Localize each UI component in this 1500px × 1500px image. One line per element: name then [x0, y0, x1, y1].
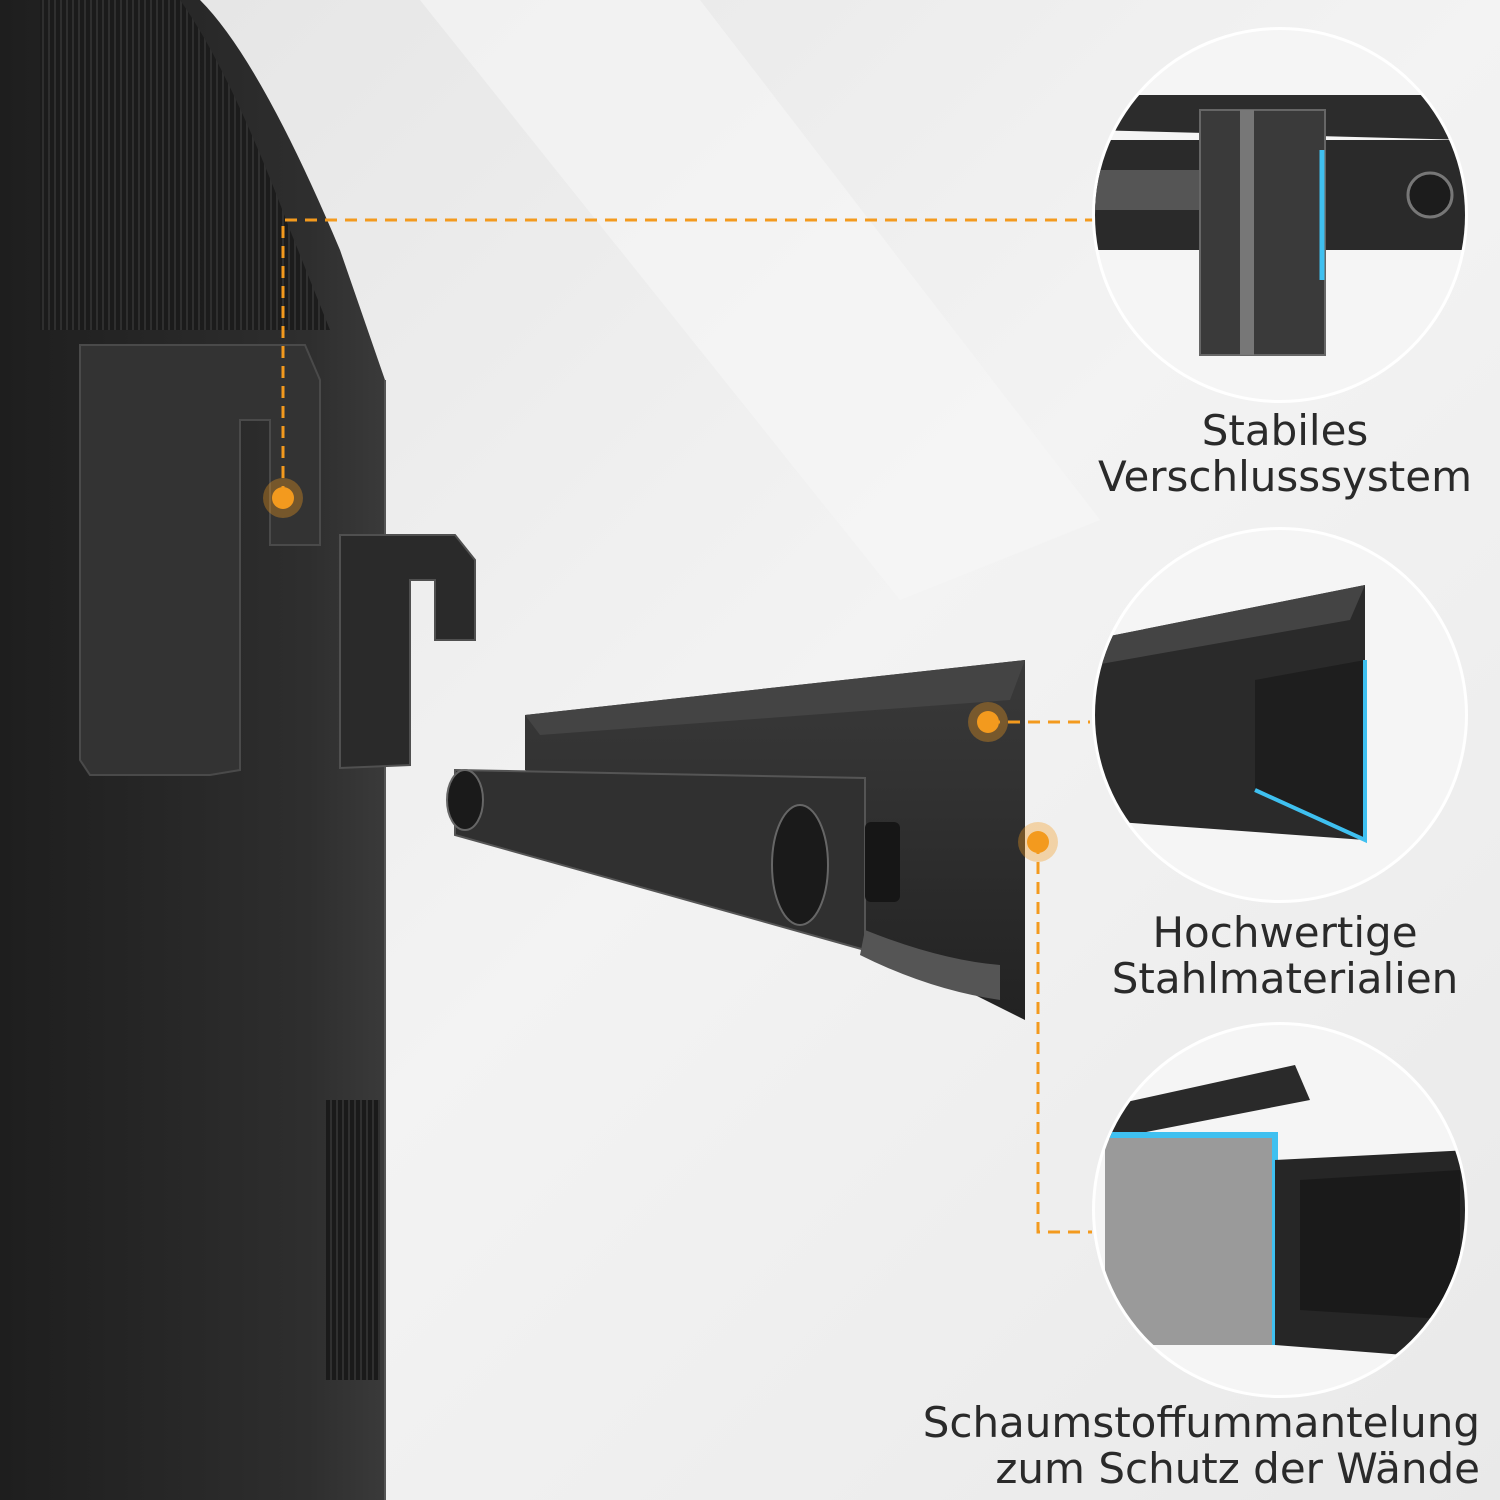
tv-hook-bracket-left [79, 344, 321, 776]
detail-circle-steel [1092, 527, 1468, 903]
callout-caption-line: Verschlusssystem [1097, 452, 1473, 502]
callout-caption-line: Stabiles [1201, 406, 1369, 455]
callout-connectors [281, 218, 1095, 1234]
callout-caption-line: zum Schutz der Wände [995, 1444, 1480, 1494]
tv-hook-bracket-right [339, 534, 476, 770]
callout-caption-foam: Schaumstoffummantelung zum Schutz der Wä… [850, 1398, 1480, 1494]
callout-dots [263, 478, 1058, 862]
detail-circle-foam [1092, 1022, 1468, 1398]
callout-caption-locking: Stabiles Verschlusssystem [1080, 406, 1490, 502]
detail-circle-locking [1092, 27, 1468, 403]
callout-caption-line: Schaumstoffummantelung [922, 1398, 1480, 1447]
callout-caption-steel: Hochwertige Stahlmaterialien [1080, 908, 1490, 1004]
callout-caption-line: Hochwertige [1152, 908, 1418, 957]
callout-caption-line: Stahlmaterialien [1111, 954, 1459, 1004]
wall-rail [446, 660, 1025, 1020]
